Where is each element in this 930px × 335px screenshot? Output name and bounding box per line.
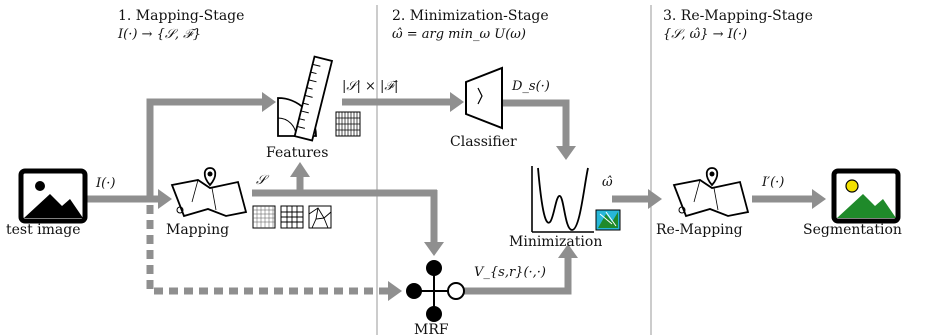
arrowhead bbox=[388, 281, 402, 301]
arrowhead bbox=[262, 92, 276, 112]
segmentation-image-icon bbox=[831, 168, 901, 224]
mrf-graph-icon bbox=[406, 260, 465, 322]
arrowhead bbox=[558, 244, 578, 258]
arrow-mrf-to-minimization bbox=[463, 258, 572, 295]
arrow-to-features bbox=[146, 98, 262, 199]
classifier-icon bbox=[465, 66, 503, 130]
map-icon bbox=[170, 167, 248, 218]
features-label: Features bbox=[266, 145, 328, 161]
classifier-output-label: D_s(·) bbox=[511, 79, 550, 94]
sites-label: 𝒮 bbox=[256, 173, 270, 188]
features-size-label: |𝒮| × |ℱ| bbox=[342, 79, 398, 94]
mrf-output-label: V_{s,r}(·,·) bbox=[474, 265, 546, 280]
minimization-plot-icon bbox=[531, 166, 621, 233]
arrowhead bbox=[158, 189, 172, 209]
test-image-label: test image bbox=[6, 222, 81, 238]
classifier-label: Classifier bbox=[450, 134, 517, 150]
arrow-classifier-to-minimization bbox=[502, 99, 570, 146]
protractor-ruler-icon bbox=[277, 55, 361, 142]
stage-3-title: 3. Re-Mapping-Stage bbox=[663, 8, 813, 24]
arrowhead bbox=[556, 146, 576, 160]
mrf-label: MRF bbox=[414, 322, 449, 335]
arrowhead bbox=[812, 189, 826, 209]
stage-1-title: 1. Mapping-Stage bbox=[118, 8, 244, 24]
stage-3-formula: {𝒮, ω̂} → I(·) bbox=[663, 27, 747, 42]
stage-1-formula: I(·) → {𝒮, ℱ} bbox=[117, 27, 201, 42]
mapping-label: Mapping bbox=[166, 222, 229, 238]
texture-thumbnails bbox=[252, 205, 332, 229]
omega-hat-label: ω̂ bbox=[602, 175, 613, 190]
arrow-dashed-to-mrf bbox=[146, 205, 388, 295]
arrowhead bbox=[450, 92, 464, 112]
arrowhead bbox=[290, 162, 310, 177]
arrowhead bbox=[648, 189, 662, 209]
stage-2-title: 2. Minimization-Stage bbox=[392, 8, 549, 24]
arrows bbox=[86, 92, 826, 301]
remapping-label: Re-Mapping bbox=[656, 222, 743, 238]
remap-icon bbox=[672, 167, 750, 218]
segmentation-label: Segmentation bbox=[803, 222, 902, 238]
minimization-label: Minimization bbox=[509, 234, 602, 250]
output-label: I′(·) bbox=[761, 175, 784, 190]
input-label: I(·) bbox=[95, 176, 115, 191]
stage-2-formula: ω̂ = arg min_ω U(ω) bbox=[392, 27, 526, 42]
test-image-icon bbox=[18, 168, 88, 224]
arrowhead bbox=[424, 242, 444, 256]
